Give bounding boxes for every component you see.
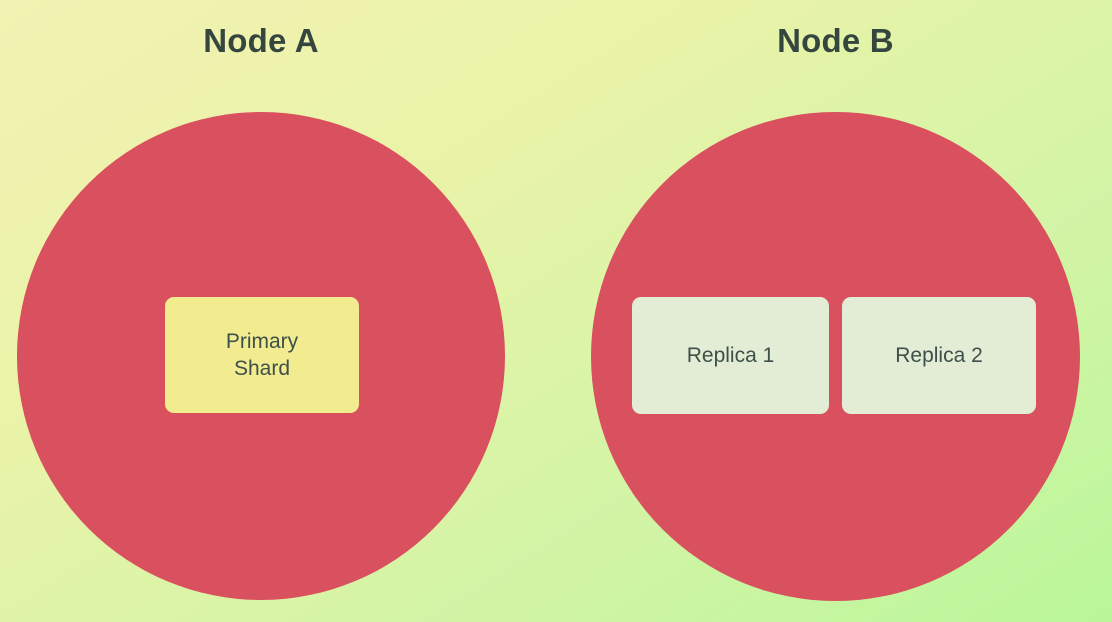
node-b-title: Node B [777,22,894,59]
node-a-title: Node A [203,22,319,59]
replica-2-label: Replica 2 [895,344,983,367]
primary-shard-label: Primary Shard [226,328,298,382]
primary-shard-box: Primary Shard [165,297,359,413]
replica-1-box: Replica 1 [632,297,829,414]
primary-shard-label-line1: Primary [225,330,299,353]
replica-1-label: Replica 1 [686,344,775,367]
replica-2-box: Replica 2 [842,297,1036,414]
primary-shard-label-line2: Shard [233,357,291,380]
